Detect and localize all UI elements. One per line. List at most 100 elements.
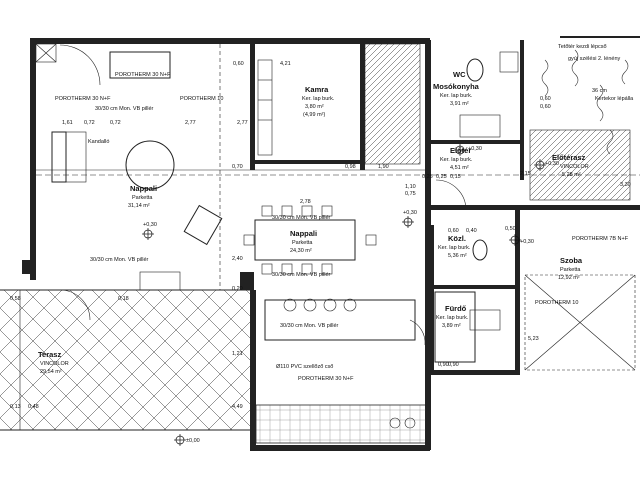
bathtub	[434, 291, 476, 363]
svg-text:4,49: 4,49	[232, 404, 243, 410]
wall-note: POROTHERM 30 N+F	[115, 72, 171, 78]
room-label-wc: WC Mosókonyha Ker. lap burk. 3,91 m²	[433, 70, 480, 107]
svg-text:2,77: 2,77	[237, 120, 248, 126]
svg-text:0,60: 0,60	[540, 96, 551, 102]
room-label-eloter: Előtér Ker. lap burk. 4,51 m²	[440, 146, 473, 171]
room-label-nappali-1: Nappali Parketta 31,14 m²	[128, 184, 157, 209]
stair-note: gyúj szélési 2. lénény	[568, 56, 621, 62]
dining-table	[254, 219, 356, 261]
level-label: +0,30	[545, 161, 559, 167]
fireplace	[139, 271, 181, 291]
svg-text:3,89 m²: 3,89 m²	[442, 323, 461, 329]
door-swing	[435, 179, 467, 211]
svg-text:0,75: 0,75	[405, 191, 416, 197]
svg-text:3,91 m²: 3,91 m²	[450, 101, 469, 107]
room-label-furdo: Fürdő Ker. lap burk. 3,89 m²	[436, 304, 469, 329]
east-wall-1	[520, 40, 524, 180]
sink	[469, 309, 501, 331]
svg-text:3,80 m²: 3,80 m²	[305, 104, 324, 110]
svg-text:0,48: 0,48	[28, 404, 39, 410]
svg-text:Parketta: Parketta	[560, 267, 581, 273]
wc-south-wall	[430, 140, 520, 144]
room-label-terasz: Terasz VINCOLOR 29,54 m²	[38, 350, 69, 375]
dimensions: 0,60 4,21 0,72 2,77 0,60 1,61 0,72 2,77 …	[10, 61, 631, 410]
column-note: 30/30 cm Mon. VB pillér	[280, 323, 339, 329]
svg-text:0,15: 0,15	[450, 174, 461, 180]
kozl-west-wall	[430, 225, 434, 375]
szoba-bed-outline	[524, 274, 636, 371]
dining-chairs	[243, 205, 377, 275]
svg-text:0,60: 0,60	[448, 228, 459, 234]
svg-text:0,25: 0,25	[422, 174, 433, 180]
svg-text:0,72: 0,72	[84, 120, 95, 126]
level-markers	[142, 144, 546, 446]
room-label-eloterasz: Előtérasz VINCOLOR 5,28 m²	[552, 153, 589, 178]
level-label: +0,30	[143, 222, 157, 228]
kamra-south-wall	[250, 160, 365, 164]
stair-note: Kertekor lépálla	[595, 96, 634, 102]
svg-text:Nappali: Nappali	[290, 229, 317, 238]
svg-text:2,78: 2,78	[300, 199, 311, 205]
svg-text:Ker. lap burk.: Ker. lap burk.	[436, 315, 469, 321]
column-note: 30/30 cm Mon. VB pillér	[90, 257, 149, 263]
wall-note: POROTHERM 30 N+F	[55, 96, 111, 102]
kitchen-island	[264, 299, 416, 341]
svg-text:0,90: 0,90	[438, 362, 449, 368]
svg-text:0,18: 0,18	[118, 296, 129, 302]
svg-text:4,21: 4,21	[280, 61, 291, 67]
svg-text:0,58: 0,58	[10, 296, 21, 302]
svg-text:(4,99 m²): (4,99 m²)	[303, 112, 325, 118]
level-label: +0,30	[403, 210, 417, 216]
svg-text:1,10: 1,10	[405, 184, 416, 190]
svg-text:2,77: 2,77	[185, 120, 196, 126]
wall-note: POROTHERM 7B N+F	[572, 236, 629, 242]
svg-text:1,61: 1,61	[62, 120, 73, 126]
svg-text:Kamra: Kamra	[305, 85, 329, 94]
svg-text:WC: WC	[453, 70, 466, 79]
svg-text:VINCOLOR: VINCOLOR	[40, 361, 69, 367]
svg-text:2,40: 2,40	[232, 256, 243, 262]
toilet	[472, 239, 488, 261]
sofa	[51, 131, 67, 183]
eloterasz-hatch	[529, 129, 631, 201]
column-note: 30/30 cm Mon. VB pillér	[272, 215, 331, 221]
kitchen-counter	[255, 404, 427, 444]
svg-text:0,40: 0,40	[466, 228, 477, 234]
door-swing	[59, 289, 91, 321]
svg-text:Közl.: Közl.	[448, 234, 466, 243]
svg-text:Előtérasz: Előtérasz	[552, 153, 586, 162]
svg-text:Terasz: Terasz	[38, 350, 61, 359]
sofa-top	[109, 51, 171, 79]
room-label-szoba: Szoba Parketta 12,92 m²	[558, 256, 583, 281]
fireplace-note: Kandalló	[88, 139, 109, 145]
staircase	[364, 43, 421, 165]
pvc-note: Ø110 PVC szellőző cső	[276, 364, 333, 370]
svg-text:0,90: 0,90	[448, 362, 459, 368]
svg-text:0,20: 0,20	[232, 286, 243, 292]
svg-text:12,92 m²: 12,92 m²	[558, 275, 580, 281]
svg-text:1,21: 1,21	[232, 351, 243, 357]
column-note: 30/30 cm Mon. VB pillér	[95, 106, 154, 112]
furdo-north-wall	[430, 285, 515, 289]
terrace-hatch	[0, 290, 250, 430]
szoba-north-wall	[430, 205, 640, 210]
level-label: +0,30	[520, 239, 534, 245]
svg-text:24,30 m²: 24,30 m²	[290, 248, 312, 254]
svg-text:Szoba: Szoba	[560, 256, 583, 265]
north-wall	[30, 38, 430, 44]
svg-text:Előtér: Előtér	[450, 146, 471, 155]
svg-text:Fürdő: Fürdő	[445, 304, 467, 313]
wall-note: POROTHERM 10	[535, 300, 578, 306]
svg-text:Ker. lap burk.: Ker. lap burk.	[302, 96, 335, 102]
stair-note: 36 cm	[592, 88, 607, 94]
svg-text:VINCOLOR: VINCOLOR	[560, 164, 589, 170]
kitchen-west-wall	[250, 290, 256, 450]
column-note: 30/30 cm Mon. VB pillér	[272, 272, 331, 278]
wall-note: POROTHERM 10	[180, 96, 223, 102]
stair-note: Tetőtér kezdi lépcső	[558, 44, 607, 50]
svg-text:5,36 m²: 5,36 m²	[448, 253, 467, 259]
svg-text:2,15: 2,15	[520, 171, 531, 177]
wc-toilet	[466, 58, 484, 82]
